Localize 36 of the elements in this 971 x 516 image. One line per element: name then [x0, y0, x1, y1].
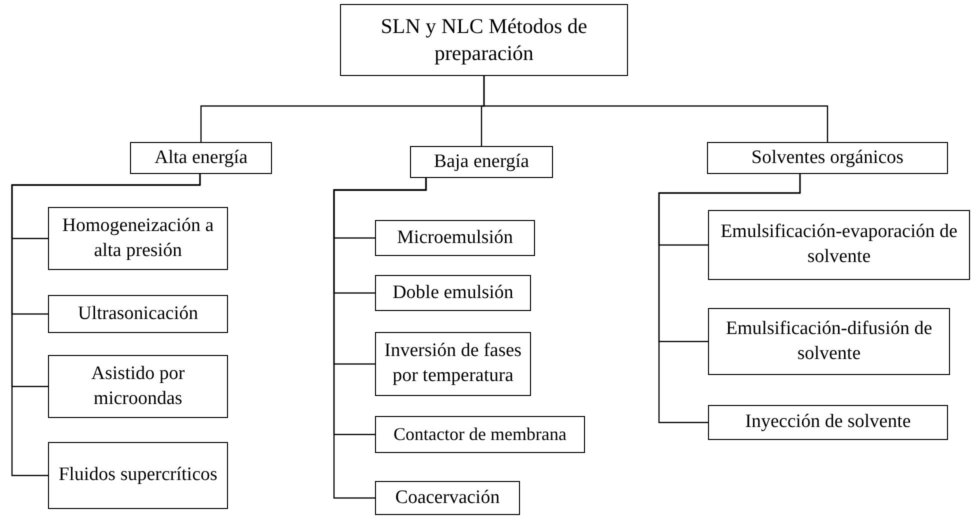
box-label: Ultrasonicación: [78, 302, 198, 326]
method-box: [375, 481, 520, 515]
box-label: Fluidos supercríticos: [58, 463, 218, 488]
method-box: [48, 442, 228, 509]
box-label: SLN y NLC Métodos de preparación: [380, 12, 588, 67]
method-box: [375, 332, 531, 396]
connector-line: [11, 174, 201, 476]
box-label: Solventes orgánicos: [751, 146, 904, 170]
method-box: [375, 416, 585, 453]
method-box: [48, 295, 228, 333]
connector-line: [658, 174, 801, 424]
method-box: [48, 207, 228, 270]
box-label: Baja energía: [434, 150, 530, 174]
box-label: Inversión de fases por temperatura: [383, 339, 523, 388]
box-label: Inyección de solvente: [745, 410, 911, 434]
connector-line: [483, 76, 828, 142]
box-label: Coacervación: [395, 486, 500, 510]
connector-line: [333, 178, 427, 499]
box-label: Microemulsión: [396, 226, 514, 250]
box-label: Doble emulsión: [392, 280, 514, 305]
method-box: [48, 355, 228, 418]
box-label: Alta energía: [154, 146, 248, 170]
box-label: Homogeneización a alta presión: [61, 214, 215, 262]
method-box: [708, 210, 970, 280]
method-box: [708, 308, 950, 375]
method-box: [375, 275, 531, 311]
box-label: Asistido por microondas: [90, 362, 186, 410]
method-box: [340, 4, 628, 76]
box-label: Contactor de membrana: [394, 422, 566, 446]
method-box: [130, 142, 272, 174]
method-box: [708, 405, 948, 440]
method-box: [375, 220, 535, 256]
box-label: Emulsificación-evaporación de solvente: [720, 220, 958, 269]
method-box: [707, 142, 948, 174]
box-label: Emulsificación-difusión de solvente: [724, 316, 934, 366]
method-box: [410, 146, 553, 178]
